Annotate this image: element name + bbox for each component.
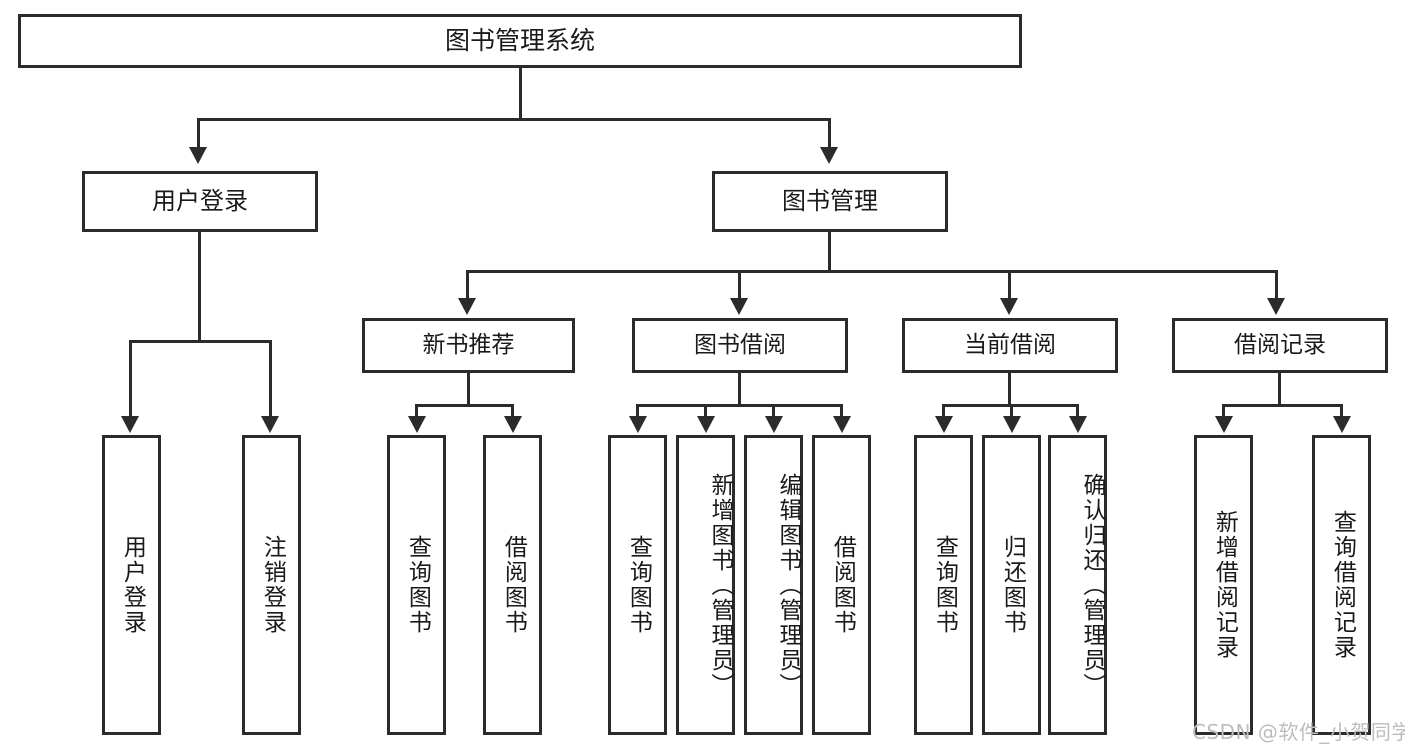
arrowhead-leaf-user-logout — [261, 416, 279, 433]
connector-nbr-stem — [467, 373, 470, 406]
connector-bb-to-leaf-4 — [840, 404, 843, 418]
connector-user-login-to-leaf-1 — [129, 340, 132, 418]
node-label: 当前借阅 — [964, 331, 1056, 358]
node-label: 用户登录 — [119, 535, 146, 635]
connector-bb-bus — [636, 404, 843, 407]
node-leaf-add-book[interactable]: 新增图书（管理员） — [676, 435, 735, 735]
node-label: 查询图书 — [625, 535, 652, 635]
connector-book-management-bus — [466, 270, 1278, 273]
arrowhead-leaf-user-login — [121, 416, 139, 433]
connector-user-login-bus — [129, 340, 270, 343]
arrowhead-new-book-recommend — [458, 298, 476, 315]
connector-root-to-user-login — [197, 118, 200, 149]
connector-bb-to-leaf-2 — [704, 404, 707, 418]
node-label: 图书管理系统 — [444, 26, 595, 55]
connector-bm-to-new-book-recommend — [466, 270, 469, 300]
connector-br-stem — [1278, 373, 1281, 406]
arrowhead-book-management — [820, 147, 838, 164]
arrowhead-leaf-query-book-2 — [629, 416, 647, 433]
connector-user-login-stem — [198, 232, 201, 342]
arrowhead-current-borrow — [1000, 298, 1018, 315]
node-label: 归还图书 — [999, 535, 1026, 635]
node-label: 借阅记录 — [1234, 331, 1326, 358]
arrowhead-leaf-query-book-1 — [408, 416, 426, 433]
node-new-book-recommend[interactable]: 新书推荐 — [362, 318, 575, 373]
node-borrow-record[interactable]: 借阅记录 — [1172, 318, 1388, 373]
node-label: 图书借阅 — [694, 331, 786, 358]
node-book-management[interactable]: 图书管理 — [712, 171, 948, 232]
node-leaf-confirm-return[interactable]: 确认归还（管理员） — [1048, 435, 1107, 735]
node-leaf-user-login[interactable]: 用户登录 — [102, 435, 161, 735]
watermark-text: CSDN @软件_小贺同学 — [1192, 720, 1405, 744]
node-leaf-query-book-borrow[interactable]: 查询图书 — [608, 435, 667, 735]
node-label: 图书管理 — [782, 187, 878, 216]
arrowhead-leaf-return-book — [1003, 416, 1021, 433]
node-user-login[interactable]: 用户登录 — [82, 171, 318, 232]
node-label: 新书推荐 — [422, 331, 515, 358]
connector-bb-to-leaf-3 — [772, 404, 775, 418]
connector-bb-to-leaf-1 — [636, 404, 639, 418]
node-label: 查询图书 — [931, 535, 958, 635]
arrowhead-leaf-query-record — [1333, 416, 1351, 433]
node-current-borrow[interactable]: 当前借阅 — [902, 318, 1118, 373]
arrowhead-borrow-record — [1267, 298, 1285, 315]
node-leaf-user-logout[interactable]: 注销登录 — [242, 435, 301, 735]
arrowhead-leaf-borrow-book-2 — [833, 416, 851, 433]
node-label: 注销登录 — [259, 535, 286, 635]
connector-root-to-book-management — [828, 118, 831, 149]
node-leaf-borrow-book-recommend[interactable]: 借阅图书 — [483, 435, 542, 735]
connector-nbr-to-leaf-2 — [511, 404, 514, 418]
arrowhead-leaf-add-record — [1215, 416, 1233, 433]
node-label: 编辑图书（管理员） — [775, 472, 801, 698]
arrowhead-user-login — [189, 147, 207, 164]
node-leaf-query-borrow-record[interactable]: 查询借阅记录 — [1312, 435, 1371, 735]
node-label: 确认归还（管理员） — [1079, 472, 1105, 698]
connector-nbr-bus — [415, 404, 513, 407]
connector-root-bus — [197, 118, 831, 121]
connector-book-management-stem — [828, 232, 831, 272]
node-book-borrow[interactable]: 图书借阅 — [632, 318, 848, 373]
node-leaf-add-borrow-record[interactable]: 新增借阅记录 — [1194, 435, 1253, 735]
node-label: 借阅图书 — [829, 535, 856, 635]
node-label: 用户登录 — [152, 187, 248, 216]
node-leaf-query-book-recommend[interactable]: 查询图书 — [387, 435, 446, 735]
arrowhead-leaf-confirm-return — [1069, 416, 1087, 433]
node-label: 查询图书 — [404, 535, 431, 635]
connector-br-to-leaf-1 — [1222, 404, 1225, 418]
connector-nbr-to-leaf-1 — [415, 404, 418, 418]
node-leaf-return-book[interactable]: 归还图书 — [982, 435, 1041, 735]
connector-cb-to-leaf-3 — [1076, 404, 1079, 418]
connector-bm-to-book-borrow — [738, 270, 741, 300]
connector-user-login-to-leaf-2 — [269, 340, 272, 418]
connector-br-bus — [1222, 404, 1342, 407]
arrowhead-leaf-add-book — [697, 416, 715, 433]
connector-bb-stem — [738, 373, 741, 406]
node-label: 新增图书（管理员） — [707, 472, 733, 698]
connector-root-stem — [519, 68, 522, 120]
node-root-system[interactable]: 图书管理系统 — [18, 14, 1022, 68]
connector-cb-bus — [942, 404, 1077, 407]
node-label: 查询借阅记录 — [1329, 510, 1356, 660]
arrowhead-leaf-edit-book — [765, 416, 783, 433]
connector-bm-to-current-borrow — [1008, 270, 1011, 300]
node-leaf-edit-book[interactable]: 编辑图书（管理员） — [744, 435, 803, 735]
connector-br-to-leaf-2 — [1340, 404, 1343, 418]
node-label: 新增借阅记录 — [1211, 510, 1238, 660]
arrowhead-leaf-query-book-3 — [935, 416, 953, 433]
arrowhead-leaf-borrow-book-1 — [504, 416, 522, 433]
arrowhead-book-borrow — [730, 298, 748, 315]
node-leaf-borrow-book-borrow[interactable]: 借阅图书 — [812, 435, 871, 735]
node-leaf-query-book-current[interactable]: 查询图书 — [914, 435, 973, 735]
connector-bm-to-borrow-record — [1275, 270, 1278, 300]
connector-cb-to-leaf-2 — [1010, 404, 1013, 418]
connector-cb-to-leaf-1 — [942, 404, 945, 418]
connector-cb-stem — [1008, 373, 1011, 406]
node-label: 借阅图书 — [500, 535, 527, 635]
